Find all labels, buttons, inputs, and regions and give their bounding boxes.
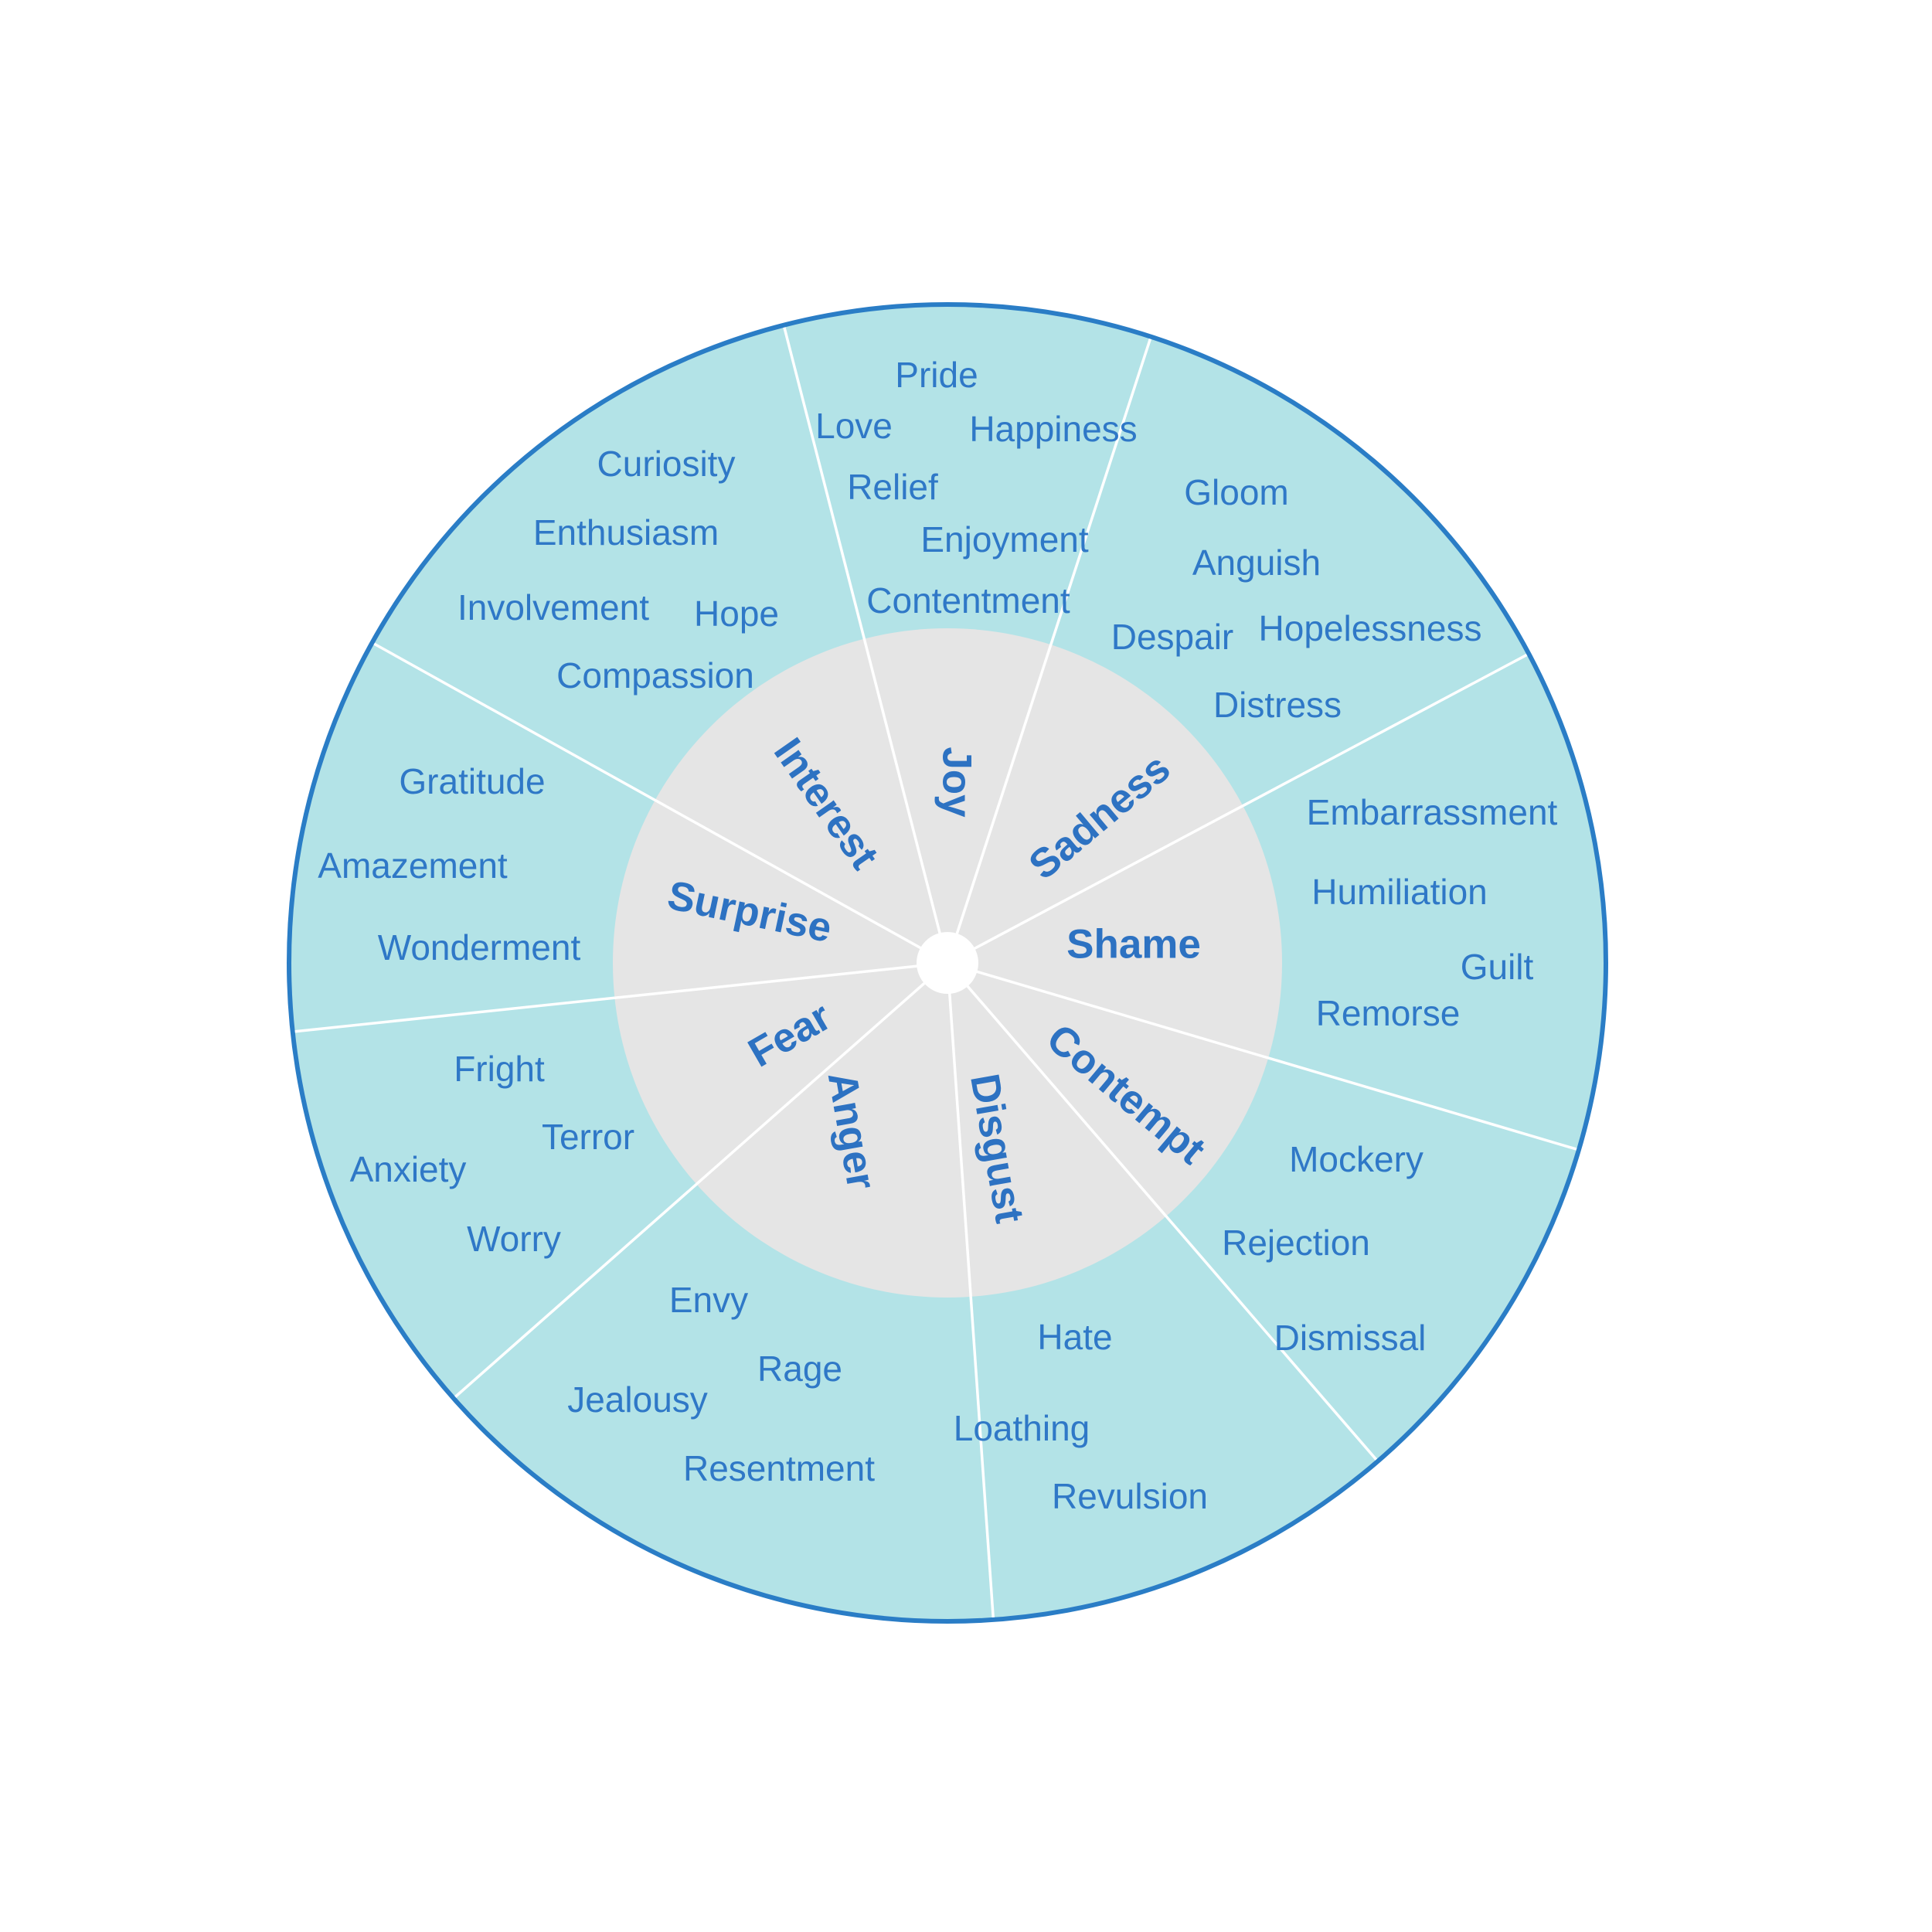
sector-divider (614, 961, 948, 1000)
emotion-hate: Hate (1037, 1317, 1112, 1357)
sector-divider (862, 638, 949, 964)
emotion-fright: Fright (454, 1049, 545, 1089)
emotion-happiness: Happiness (969, 409, 1137, 449)
emotion-humiliation: Humiliation (1311, 872, 1488, 912)
center-hub (917, 932, 978, 994)
sector-divider (947, 804, 1244, 964)
emotion-remorse: Remorse (1316, 993, 1461, 1033)
emotion-rage: Rage (757, 1349, 842, 1389)
emotion-resentment: Resentment (683, 1448, 875, 1488)
emotion-relief: Relief (847, 467, 938, 507)
emotion-enthusiasm: Enthusiasm (533, 512, 719, 553)
emotion-gratitude: Gratitude (399, 761, 545, 801)
emotion-anxiety: Anxiety (350, 1149, 467, 1189)
emotion-amazement: Amazement (318, 845, 508, 886)
sector-divider (946, 962, 972, 1298)
emotion-gloom: Gloom (1184, 472, 1288, 512)
emotion-hope: Hope (694, 594, 779, 634)
sector-divider (946, 961, 1168, 1217)
emotion-wonderment: Wonderment (378, 927, 581, 968)
sector-divider (654, 798, 948, 964)
sector-divider (946, 644, 1053, 964)
core-emotion-shame: Shame (1066, 922, 1201, 968)
emotion-guilt: Guilt (1461, 947, 1534, 987)
emotion-pride: Pride (895, 355, 978, 395)
emotion-rejection: Rejection (1222, 1223, 1370, 1263)
emotion-compassion: Compassion (556, 655, 754, 696)
sector-divider (696, 961, 949, 1185)
emotion-despair: Despair (1111, 617, 1234, 657)
inner-sector-dividers (614, 638, 1269, 1298)
emotion-hopelessness: Hopelessness (1259, 608, 1482, 648)
emotion-jealousy: Jealousy (567, 1379, 708, 1420)
emotion-distress: Distress (1213, 685, 1342, 725)
emotion-dismissal: Dismissal (1274, 1318, 1427, 1358)
emotion-involvement: Involvement (457, 587, 649, 628)
emotion-contentment: Contentment (866, 580, 1070, 621)
emotion-love: Love (815, 406, 893, 446)
emotion-terror: Terror (542, 1117, 634, 1157)
emotion-curiosity: Curiosity (597, 444, 736, 484)
emotion-enjoyment: Enjoyment (920, 519, 1089, 560)
emotion-revulsion: Revulsion (1052, 1476, 1208, 1516)
core-emotion-joy: Joy (934, 747, 980, 818)
emotion-mockery: Mockery (1289, 1139, 1423, 1179)
emotion-envy: Envy (669, 1280, 748, 1320)
emotion-worry: Worry (467, 1219, 561, 1259)
emotion-loathing: Loathing (954, 1408, 1090, 1448)
emotion-anguish: Anguish (1192, 543, 1321, 583)
sector-divider (947, 961, 1269, 1060)
emotion-embarrassment: Embarrassment (1307, 792, 1558, 832)
